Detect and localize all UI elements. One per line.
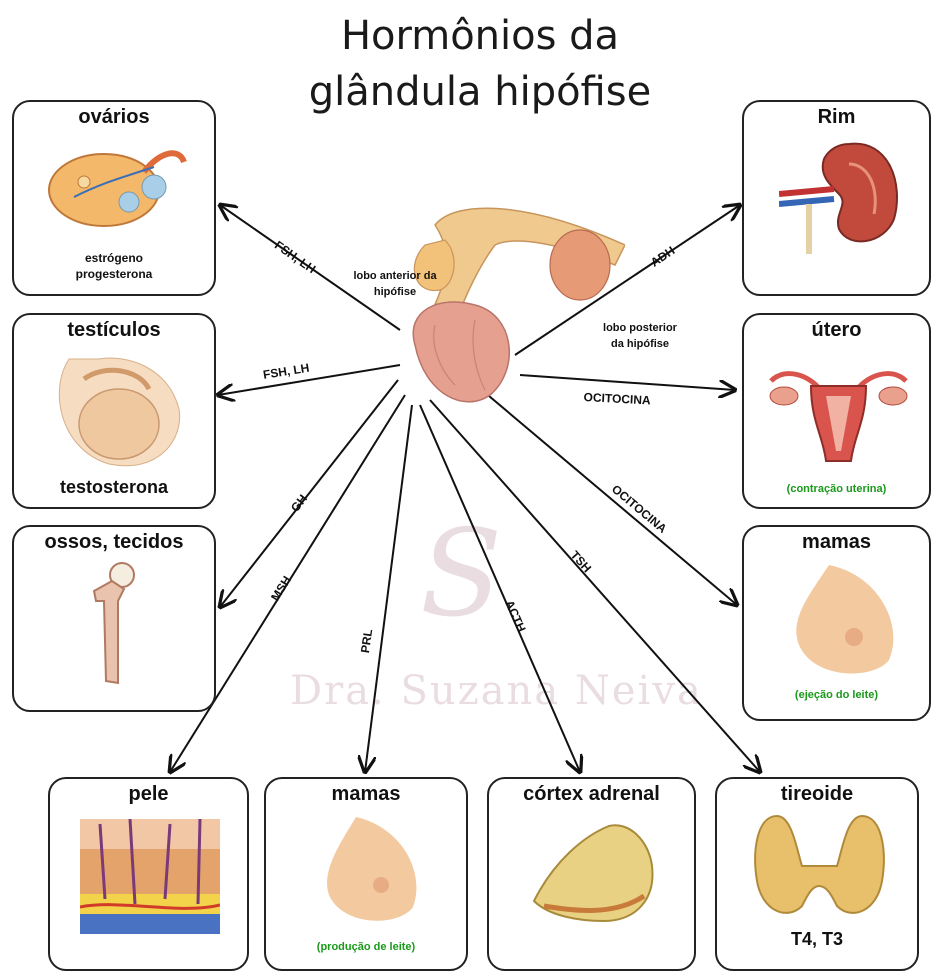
target-box-utero: útero (contração uterina) <box>742 313 931 509</box>
target-box-mamas-right: mamas (ejeção do leite) <box>742 525 931 721</box>
target-title-mamas-bottom: mamas <box>266 783 466 806</box>
posterior-lobe-label: lobo posterior da hipófise <box>590 320 690 352</box>
target-caption-tireoide: T4, T3 <box>717 929 917 950</box>
breast-icon-bottom <box>321 817 421 927</box>
uterus-icon <box>766 351 911 466</box>
target-caption-mamas-right: (ejeção do leite) <box>744 689 929 701</box>
anterior-lobe-label-line2: hipófise <box>340 284 450 300</box>
target-title-ossos: ossos, tecidos <box>14 531 214 554</box>
pituitary-gland-illustration <box>395 195 625 415</box>
target-box-mamas-bottom: mamas (produção de leite) <box>264 777 468 971</box>
target-caption-utero: (contração uterina) <box>744 483 929 495</box>
breast-icon-right <box>789 565 899 680</box>
target-title-cortex: córtex adrenal <box>489 783 694 806</box>
thyroid-icon <box>747 811 892 926</box>
target-box-pele: pele <box>48 777 249 971</box>
target-caption-testiculos: testosterona <box>14 477 214 498</box>
bone-icon <box>74 561 154 691</box>
ovary-icon <box>44 142 189 232</box>
arrow-tireoide <box>430 400 760 772</box>
caption-progesterona: progesterona <box>14 266 214 282</box>
target-caption-ovarios: estrógeno progesterona <box>14 250 214 282</box>
target-title-mamas-right: mamas <box>744 531 929 554</box>
skin-layers-icon <box>80 819 220 934</box>
posterior-lobe-label-line1: lobo posterior <box>590 320 690 336</box>
target-box-testiculos: testículos testosterona <box>12 313 216 509</box>
arrow-cortex <box>420 405 580 772</box>
anterior-lobe-label: lobo anterior da hipófise <box>340 268 450 300</box>
arrow-ossos <box>220 380 398 607</box>
arrow-mamas-bottom <box>365 405 412 772</box>
target-title-rim: Rim <box>744 106 929 129</box>
posterior-lobe-label-line2: da hipófise <box>590 336 690 352</box>
target-title-ovarios: ovários <box>14 106 214 129</box>
target-box-cortex: córtex adrenal <box>487 777 696 971</box>
target-title-tireoide: tireoide <box>717 783 917 806</box>
target-title-pele: pele <box>50 783 247 806</box>
testicle-icon <box>49 349 189 469</box>
target-caption-mamas-bottom: (produção de leite) <box>266 941 466 953</box>
target-box-rim: Rim <box>742 100 931 296</box>
target-box-ovarios: ovários estrógeno progesterona <box>12 100 216 296</box>
target-title-testiculos: testículos <box>14 319 214 342</box>
kidney-icon <box>779 134 909 254</box>
target-box-tireoide: tireoide T4, T3 <box>715 777 919 971</box>
caption-estrogeno: estrógeno <box>14 250 214 266</box>
adrenal-gland-icon <box>524 821 659 931</box>
anterior-lobe-label-line1: lobo anterior da <box>340 268 450 284</box>
target-title-utero: útero <box>744 319 929 342</box>
target-box-ossos: ossos, tecidos <box>12 525 216 712</box>
